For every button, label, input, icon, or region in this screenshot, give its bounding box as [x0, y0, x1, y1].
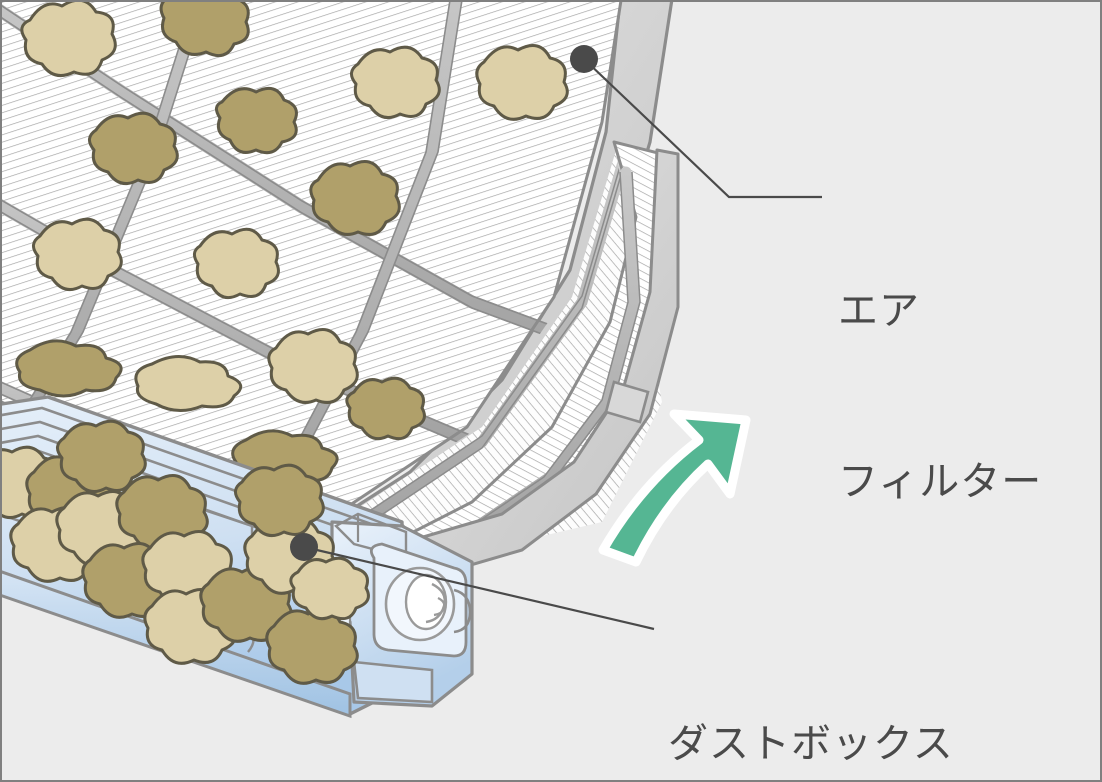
dust-box-end-cap [330, 512, 474, 708]
callout-label-air-filter-line1: エア [838, 289, 920, 333]
airflow-arrow [598, 409, 751, 567]
leader-line-air-filter [583, 58, 822, 199]
callout-dot-air-filter[interactable] [570, 45, 598, 73]
callout-dust-box[interactable] [290, 533, 655, 631]
callout-label-air-filter: エア フィルター [838, 169, 1042, 625]
callout-dot-dust-box[interactable] [290, 533, 318, 561]
callout-air-filter[interactable] [570, 45, 822, 199]
callout-label-dust-box-line1: ダストボックス [668, 722, 954, 766]
callout-label-air-filter-line2: フィルター [838, 460, 1043, 504]
leader-line-dust-box [303, 545, 655, 631]
filter-tab [604, 380, 650, 424]
callout-label-dust-box: ダストボックス [668, 602, 954, 780]
